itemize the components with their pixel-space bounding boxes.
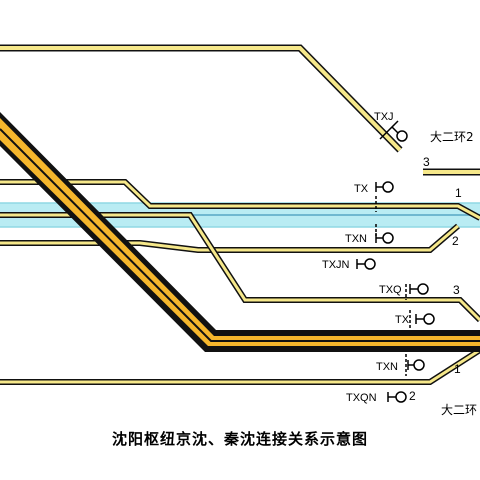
signal-txjn (356, 258, 376, 270)
track-number-upper-3: 3 (423, 155, 430, 169)
track-number-lower-3: 3 (453, 283, 460, 297)
track-number-lower-1: 1 (454, 362, 461, 376)
signal-label-txn-upper: TXN (345, 233, 367, 245)
signal-tx-lower (409, 310, 435, 330)
track-number-upper-2: 2 (452, 234, 459, 248)
signal-label-txj: TXJ (374, 111, 394, 123)
signal-tx-upper (375, 181, 394, 212)
destination-lower: 大二环 (441, 403, 477, 417)
signal-txqn (387, 391, 407, 403)
lower-track-3 (0, 212, 480, 323)
track-number-upper-1: 1 (455, 186, 462, 200)
lower-track-2 (0, 347, 480, 385)
signal-txn-lower (405, 354, 425, 376)
signal-label-txqn: TXQN (346, 392, 377, 404)
orange-main-line (0, 112, 480, 352)
signal-label-txn-lower: TXN (376, 361, 398, 373)
signal-label-tx-lower: TX (395, 314, 410, 326)
upper-track-1 (0, 179, 480, 221)
signal-label-txjn: TXJN (322, 259, 350, 271)
signal-txn-upper (375, 224, 394, 244)
signal-txj (379, 120, 408, 142)
destination-upper: 大二环2 (430, 130, 474, 144)
track-number-lower-2: 2 (409, 389, 416, 403)
diagram-caption: 沈阳枢纽京沈、秦沈连接关系示意图 (111, 430, 368, 448)
signal-label-tx-upper: TX (354, 183, 369, 195)
top-track (0, 44, 403, 153)
signal-txq (405, 283, 429, 300)
upper-track-2 (0, 223, 460, 253)
signal-label-txq: TXQ (379, 284, 402, 296)
